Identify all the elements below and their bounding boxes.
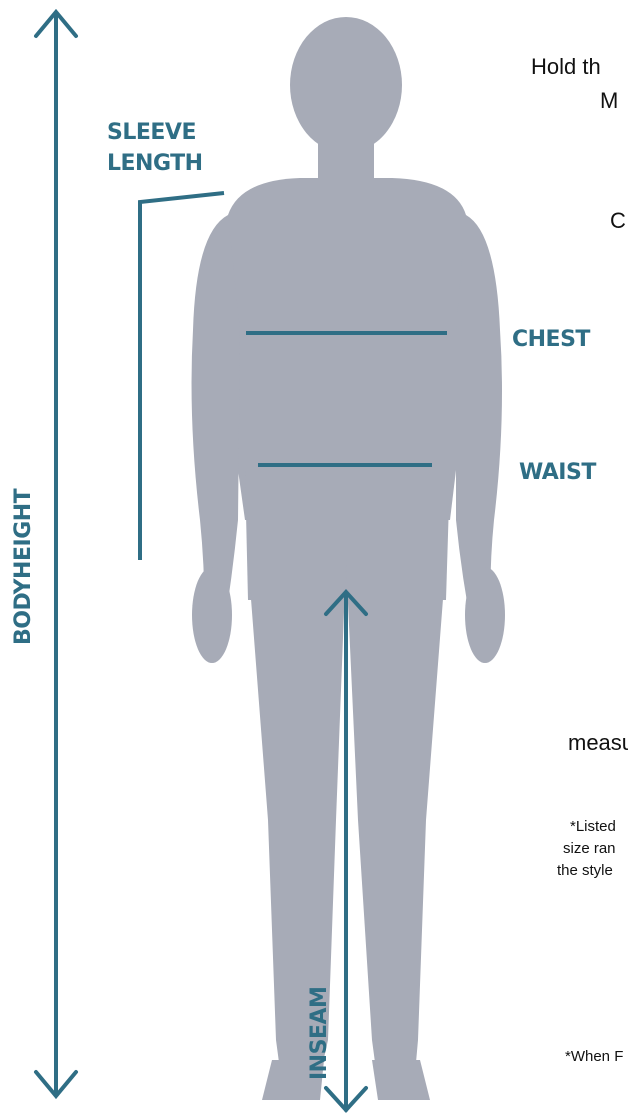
- bodyheight-arrow: [36, 12, 76, 1096]
- bodyheight-label: BODYHEIGHT: [11, 488, 36, 645]
- instruction-measure: measu: [568, 730, 628, 756]
- inseam-label: INSEAM: [307, 987, 332, 1080]
- instruction-line-1: Hold th: [531, 54, 601, 80]
- sleeve-label-line2: LENGTH: [107, 151, 203, 176]
- note-line-4: *When F: [565, 1048, 623, 1065]
- waist-label: WAIST: [519, 460, 596, 485]
- sleeve-label-line1: SLEEVE: [107, 120, 196, 145]
- body-silhouette: [192, 17, 505, 1100]
- chest-label: CHEST: [512, 327, 590, 352]
- instruction-line-2: M: [600, 88, 618, 114]
- note-line-3: the style: [557, 862, 613, 879]
- instruction-line-3: C: [610, 208, 626, 234]
- note-line-1: *Listed: [570, 818, 616, 835]
- note-line-2: size ran: [563, 840, 616, 857]
